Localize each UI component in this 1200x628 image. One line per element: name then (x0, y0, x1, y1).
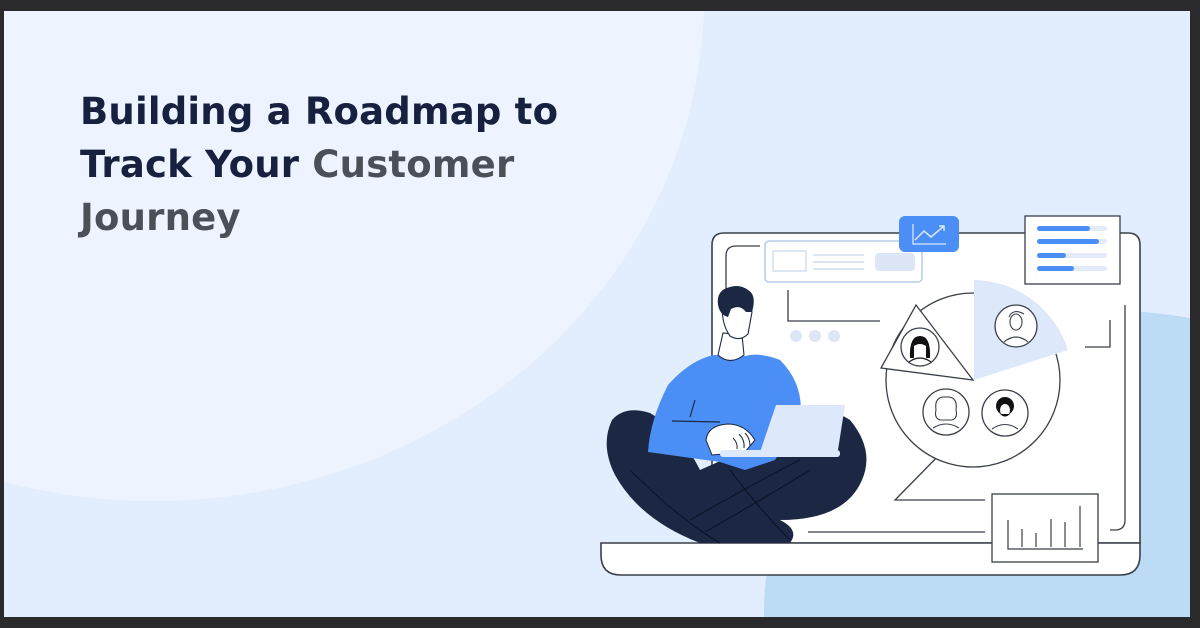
title-main: Building a Roadmap to Track Your (80, 90, 559, 186)
pie-chart (879, 280, 1068, 468)
title-accent: Customer Journey (80, 143, 515, 239)
search-bar-card (764, 240, 923, 283)
dashboard-illustration (600, 215, 1141, 576)
curly-hair-avatar-icon (922, 388, 970, 436)
page-title: Building a Roadmap to Track Your Custome… (80, 85, 640, 244)
man-avatar-icon (994, 304, 1038, 348)
pagination-dots (790, 330, 840, 342)
banner-canvas: Building a Roadmap to Track Your Custome… (4, 11, 1190, 617)
bar-chart-card (991, 493, 1099, 563)
person-with-laptop (606, 286, 867, 544)
bearded-man-avatar-icon (981, 389, 1029, 437)
woman-avatar-icon (900, 327, 940, 367)
progress-bars-card (1024, 215, 1121, 285)
trend-chart-icon (899, 216, 959, 252)
